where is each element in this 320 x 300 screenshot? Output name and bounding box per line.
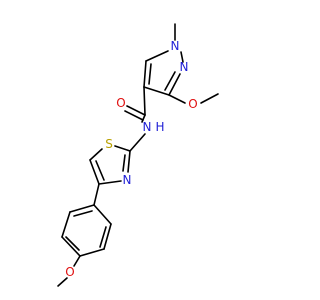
bond-c5-s1 [89, 148, 103, 161]
atom-n-amide-label: N [143, 120, 152, 134]
bond-ph-c6-c1 [69, 204, 95, 213]
bond-ph-c2-c3 [103, 223, 112, 250]
thiazole-ring [89, 145, 131, 185]
bond-ph-c6-c1-inner [73, 210, 93, 217]
bond-thiazole-phenyl [93, 183, 100, 206]
bond-c4-c5 [89, 159, 100, 185]
pyrazole-ring [143, 23, 184, 96]
bond-carbonyl-n [141, 114, 146, 123]
pyrazole-methoxy [168, 93, 219, 104]
phenyl-methoxy [57, 255, 81, 287]
bond-c4-c3 [143, 86, 170, 96]
bond-ph-c2-c3-inner [99, 226, 107, 248]
phenyl-ring [61, 183, 112, 257]
bond-c4-carbonyl [143, 86, 146, 116]
atom-n2-label: N [180, 60, 189, 74]
bond-ph-c5-c6 [61, 211, 71, 238]
bond-n3-c4 [98, 180, 122, 185]
bond-carbonyl-o-double [124, 110, 144, 121]
atom-h-amide-label: H [155, 120, 164, 134]
bond-c4-c5-double [95, 160, 105, 181]
bond-n2-n1 [180, 51, 184, 63]
atom-n-thiazole-label: N [123, 173, 132, 187]
bond-n-thiazole-c2 [129, 133, 146, 152]
bond-c5-c4 [143, 60, 147, 88]
atom-o-phenyl-methoxy-label: O [65, 265, 74, 279]
bond-ph-c4-c5 [61, 236, 81, 257]
atom-n1-label: N [171, 39, 180, 53]
bond-o-methyl [200, 93, 219, 104]
molecule-structure-diagram: N N O O N H S N O [57, 23, 219, 287]
bond-c3-n2-double [164, 71, 176, 91]
bond-carbonyl-o [126, 105, 146, 116]
atom-o-pyrazole-methoxy-label: O [188, 97, 197, 111]
bond-c3-n2 [168, 73, 181, 96]
bond-n1-c5 [145, 50, 169, 62]
carboxamide [124, 86, 146, 152]
bond-ph-c4-c5-inner [65, 236, 80, 251]
bond-ph-c3-c4 [79, 248, 105, 257]
bond-ph-o [73, 255, 81, 267]
bond-o-methyl-ph [57, 277, 68, 287]
bond-c2-n3-double [122, 154, 126, 172]
bond-c2-n3 [127, 150, 131, 173]
atom-o-carbonyl-label: O [116, 96, 125, 110]
bond-c3-o [168, 94, 186, 104]
bond-s1-c2 [114, 145, 131, 152]
bond-ph-c1-c2 [93, 204, 112, 225]
atom-s-thiazole-label: S [105, 137, 113, 151]
bond-c5-c4-double [148, 63, 152, 85]
